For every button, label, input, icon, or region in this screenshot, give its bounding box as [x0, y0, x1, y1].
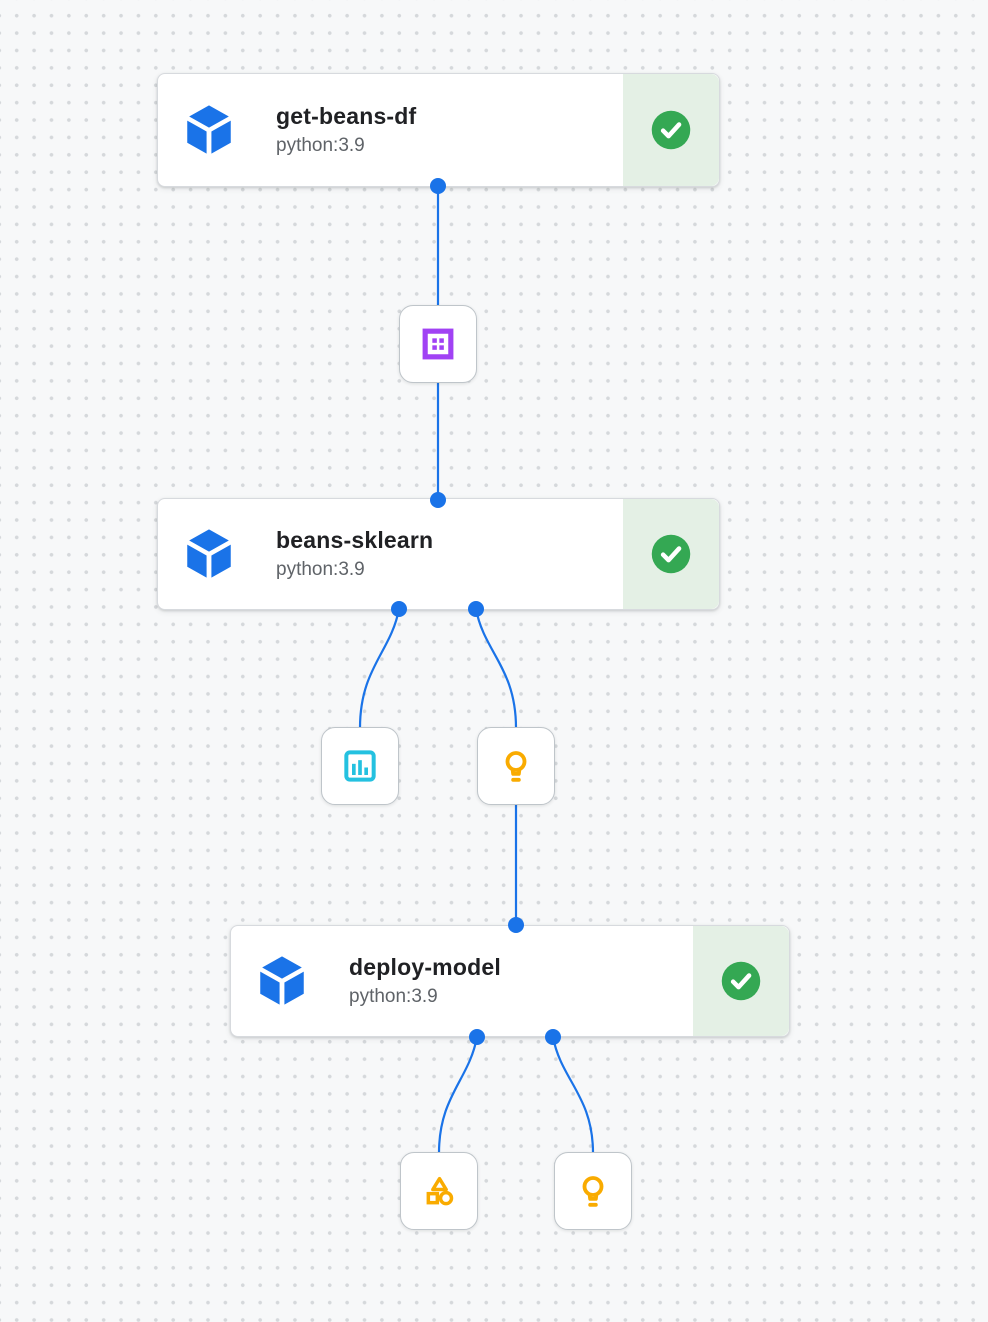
edge-beans-sklearn-to-metrics-1: [358, 608, 401, 729]
port-deploy-model-output-1[interactable]: [469, 1029, 485, 1045]
task-node-body: deploy-model python:3.9: [231, 952, 789, 1010]
check-circle-icon: [651, 110, 691, 150]
execution-cube-icon: [253, 952, 311, 1010]
task-node-texts: beans-sklearn python:3.9: [276, 527, 433, 581]
port-deploy-model-input[interactable]: [508, 917, 524, 933]
check-circle-icon: [651, 534, 691, 574]
status-panel: [623, 499, 719, 609]
edge-beans-sklearn-to-model-1: [474, 608, 518, 729]
artifact-node-artifact-1[interactable]: [400, 1152, 478, 1230]
task-title: get-beans-df: [276, 103, 417, 129]
status-panel: [693, 926, 789, 1036]
port-get-beans-df-output[interactable]: [430, 178, 446, 194]
artifact-node-model-1[interactable]: [477, 727, 555, 805]
task-node-texts: deploy-model python:3.9: [349, 954, 501, 1008]
port-beans-sklearn-output-2[interactable]: [468, 601, 484, 617]
execution-cube-icon: [180, 101, 238, 159]
metrics-barchart-icon: [344, 750, 376, 782]
status-panel: [623, 74, 719, 186]
check-circle-icon: [721, 961, 761, 1001]
execution-cube-icon: [180, 525, 238, 583]
model-lightbulb-icon: [505, 751, 527, 782]
task-title: beans-sklearn: [276, 527, 434, 553]
pipeline-task-node-beans-sklearn[interactable]: beans-sklearn python:3.9: [157, 498, 720, 610]
model-lightbulb-icon: [582, 1176, 604, 1207]
edge-deploy-model-to-model-2: [551, 1036, 595, 1154]
artifact-node-dataset-1[interactable]: [399, 305, 477, 383]
task-base-image: python:3.9: [276, 135, 365, 156]
task-base-image: python:3.9: [349, 986, 438, 1007]
task-base-image: python:3.9: [276, 559, 365, 580]
artifact-node-model-2[interactable]: [554, 1152, 632, 1230]
task-node-texts: get-beans-df python:3.9: [276, 103, 416, 157]
artifact-node-metrics-1[interactable]: [321, 727, 399, 805]
task-node-body: beans-sklearn python:3.9: [158, 525, 719, 583]
task-node-body: get-beans-df python:3.9: [158, 101, 719, 159]
port-beans-sklearn-input[interactable]: [430, 492, 446, 508]
port-beans-sklearn-output-1[interactable]: [391, 601, 407, 617]
task-title: deploy-model: [349, 954, 501, 980]
pipeline-task-node-get-beans-df[interactable]: get-beans-df python:3.9: [157, 73, 720, 187]
pipeline-task-node-deploy-model[interactable]: deploy-model python:3.9: [230, 925, 790, 1037]
edge-deploy-model-to-artifact-1: [437, 1036, 479, 1154]
port-deploy-model-output-2[interactable]: [545, 1029, 561, 1045]
artifact-shapes-icon: [426, 1176, 454, 1206]
dataset-grid-icon: [422, 328, 454, 360]
